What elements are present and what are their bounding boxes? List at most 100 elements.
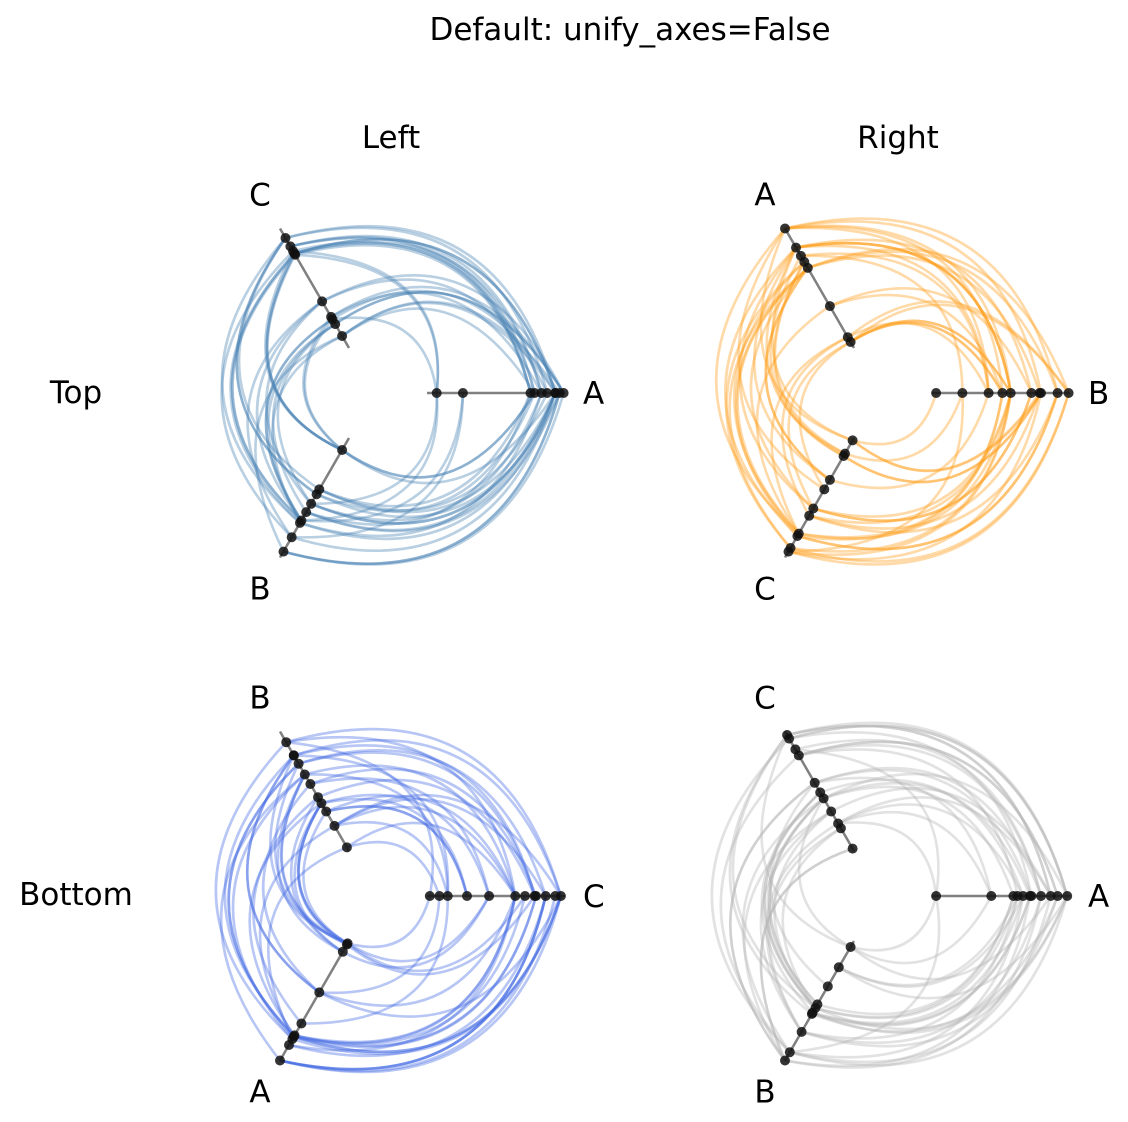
hive-edge: [334, 291, 565, 394]
hive-edge: [310, 392, 543, 522]
hive-edge: [285, 735, 517, 897]
hive-edge: [318, 392, 532, 508]
hive-edge: [795, 244, 990, 394]
hive-edge: [294, 238, 557, 394]
hive-edge: [293, 895, 517, 1045]
hive-edge: [786, 721, 1069, 897]
hive-edge: [237, 237, 321, 491]
hive-edge: [759, 810, 832, 1033]
hive-node: [957, 388, 968, 398]
hive-panel-top-right: BCA: [715, 178, 1109, 608]
hive-edge: [283, 392, 565, 566]
hive-edge: [788, 392, 1012, 557]
hive-edge: [801, 895, 1059, 1048]
hive-edge: [849, 319, 1012, 394]
hive-edge: [265, 252, 343, 452]
hive-edge: [763, 791, 822, 1009]
hive-edge: [807, 254, 1041, 394]
hive-node: [520, 891, 530, 901]
hive-edge: [305, 392, 557, 532]
hive-node: [833, 962, 844, 973]
hive-edge: [837, 803, 1025, 897]
hive-edge: [773, 261, 846, 455]
hive-edge: [290, 236, 536, 394]
hive-edge: [795, 738, 1043, 897]
hive-edge: [798, 392, 1012, 540]
hive-edge: [814, 768, 1033, 897]
hive-edge: [341, 307, 536, 394]
hive-edge: [293, 754, 450, 897]
hive-edge: [815, 895, 1015, 1019]
hive-edge: [283, 392, 561, 565]
hive-edge: [346, 840, 441, 897]
hive-edge: [811, 895, 1032, 1027]
hive-node: [284, 1040, 294, 1050]
hive-node: [313, 792, 323, 803]
hive-node: [842, 332, 853, 343]
hive-edge: [265, 252, 343, 452]
hive-edge: [759, 227, 854, 442]
hive-edge: [788, 392, 964, 553]
hive-node: [1062, 891, 1073, 901]
hive-node: [299, 769, 310, 780]
hive-edge: [784, 895, 1043, 1069]
hive-node: [845, 942, 856, 952]
hive-edge: [296, 802, 348, 946]
hive-edge: [341, 392, 557, 485]
hive-edge: [849, 895, 993, 965]
hive-edge: [814, 895, 1069, 1031]
hive-node: [824, 474, 835, 485]
hive-edge: [302, 810, 349, 945]
hive-edge: [276, 323, 336, 505]
hive-edge: [341, 392, 536, 479]
hive-edge: [245, 754, 321, 994]
hive-edge: [784, 895, 1032, 1068]
hive-edge: [347, 895, 432, 949]
hive-edge: [812, 392, 1033, 523]
hive-node: [1052, 388, 1063, 398]
hive-edge: [246, 300, 323, 538]
hive-edge: [289, 796, 344, 953]
hive-edge: [814, 766, 1043, 897]
hive-node: [997, 388, 1008, 398]
hive-edge: [795, 241, 1012, 394]
hive-edge: [749, 267, 815, 510]
hive-node: [341, 842, 352, 853]
hive-edge: [823, 781, 1032, 897]
hive-edge: [790, 392, 1070, 563]
hive-edge: [851, 392, 1041, 472]
hive-edge: [787, 340, 852, 510]
hive-node: [1018, 891, 1029, 901]
hive-edge: [235, 237, 318, 496]
hive-edge: [788, 724, 1069, 897]
hive-edge: [846, 300, 1070, 394]
hive-edge: [798, 740, 1059, 897]
hive-node: [822, 981, 833, 992]
hive-node: [280, 233, 291, 243]
hive-node: [847, 843, 858, 854]
hive-edge: [764, 267, 831, 481]
hive-node: [796, 1026, 807, 1037]
hive-node: [278, 546, 289, 557]
hive-node: [1026, 891, 1037, 901]
hive-edge: [305, 392, 532, 526]
hive-edge: [346, 821, 517, 897]
hive-edge: [795, 241, 1012, 394]
hive-edge: [321, 278, 549, 394]
hive-edge: [334, 821, 449, 897]
hive-node: [286, 532, 297, 543]
hive-edge: [325, 794, 517, 897]
hive-edge: [341, 301, 557, 394]
hive-edge: [291, 392, 557, 552]
hive-node: [833, 818, 844, 829]
hive-edge: [837, 821, 938, 897]
hive-edge: [333, 793, 563, 897]
hive-edge: [797, 392, 1059, 551]
hive-node: [424, 891, 435, 901]
hive-edge: [332, 316, 438, 394]
hive-edge: [293, 744, 536, 897]
hive-edge: [769, 255, 845, 458]
hive-node: [806, 1008, 817, 1019]
hive-node: [337, 946, 348, 957]
